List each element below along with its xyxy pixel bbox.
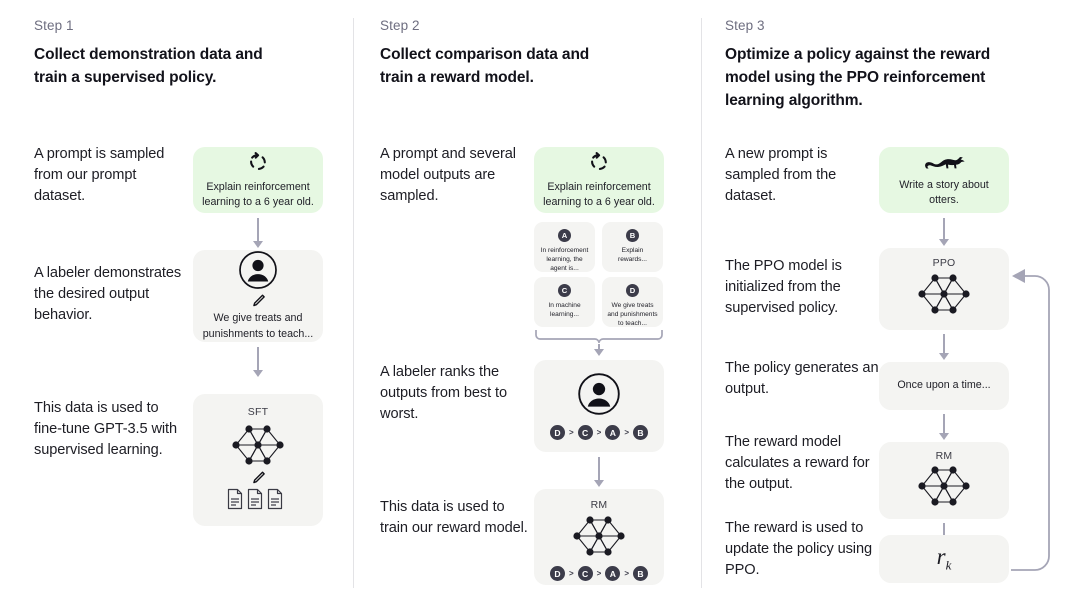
output-badge-b: B bbox=[626, 229, 639, 242]
rank-badge-4: B bbox=[633, 425, 648, 440]
step-2-caption-3: This data is used to train our reward mo… bbox=[380, 499, 528, 536]
rm-rank-sep-1: > bbox=[568, 569, 574, 578]
step-1-arrow-2 bbox=[252, 347, 264, 377]
step-2-label: Step 2 bbox=[380, 18, 420, 33]
step-2-output-card-b: B Explain rewards... bbox=[602, 222, 663, 272]
step-3-caption-4: The reward model calculates a reward for… bbox=[725, 434, 870, 492]
step-1-caption-3: This data is used to fine-tune GPT-3.5 w… bbox=[34, 400, 177, 458]
neural-network-icon bbox=[913, 463, 975, 509]
otter-icon bbox=[922, 152, 966, 172]
rank-badge-2: C bbox=[577, 425, 593, 440]
step-2-caption-2: A labeler ranks the outputs from best to… bbox=[380, 364, 507, 422]
step-3-caption-1: A new prompt is sampled from the dataset… bbox=[725, 146, 837, 204]
step-2-column: Step 2 Collect comparison data and train… bbox=[353, 0, 701, 606]
step-1-sft-card: SFT bbox=[193, 394, 323, 526]
step-3-arrow-3 bbox=[938, 414, 950, 440]
rm-rank-badge-1: D bbox=[549, 566, 565, 581]
step-2-output-card-c: C In machine learning... bbox=[534, 277, 595, 327]
step-2-ranker-card: D > C > A > B bbox=[534, 360, 664, 452]
output-text-b: Explain rewards... bbox=[618, 247, 647, 264]
documents-icon bbox=[227, 488, 289, 510]
step-2-output-card-a: A In reinforcement learning, the agent i… bbox=[534, 222, 595, 272]
step-3-ppo-card: PPO bbox=[879, 248, 1009, 330]
step-2-rm-card: RM bbox=[534, 489, 664, 585]
step-1-prompt-text: Explain reinforcement learning to a 6 ye… bbox=[202, 180, 314, 208]
output-text-a: In reinforcement learning, the agent is.… bbox=[540, 247, 589, 273]
step-3-label: Step 3 bbox=[725, 18, 765, 33]
step-2-prompt-text: Explain reinforcement learning to a 6 ye… bbox=[543, 180, 655, 208]
shuffle-icon bbox=[246, 150, 270, 174]
step-1-column: Step 1 Collect demonstration data and tr… bbox=[0, 0, 353, 606]
step-3-caption-5: The reward is used to update the policy … bbox=[725, 520, 872, 578]
neural-network-icon bbox=[568, 513, 630, 559]
step-3-rm-title: RM bbox=[935, 450, 953, 462]
step-1-title: Collect demonstration data and train a s… bbox=[34, 46, 263, 86]
rank-badge-3: A bbox=[605, 425, 621, 440]
step-2-title: Collect comparison data and train a rewa… bbox=[380, 46, 590, 86]
step-3-rm-card: RM bbox=[879, 442, 1009, 519]
step-3-output-text: Once upon a time... bbox=[897, 379, 991, 392]
step-3-ppo-title: PPO bbox=[932, 257, 956, 269]
step-2-merge-brace bbox=[534, 329, 664, 345]
pencil-icon bbox=[251, 293, 266, 308]
rank-sep-3: > bbox=[624, 428, 629, 437]
step-2-rm-title: RM bbox=[590, 499, 608, 511]
step-2-arrow-2 bbox=[593, 457, 605, 487]
output-text-c: In machine learning... bbox=[548, 302, 581, 319]
step-1-label: Step 1 bbox=[34, 18, 74, 33]
step-1-caption-1: A prompt is sampled from our prompt data… bbox=[34, 146, 165, 204]
rm-rank-badge-4: B bbox=[633, 566, 648, 581]
step-1-prompt-card: Explain reinforcement learning to a 6 ye… bbox=[193, 147, 323, 213]
step-2-prompt-card: Explain reinforcement learning to a 6 ye… bbox=[534, 147, 664, 213]
step-2-output-card-d: D We give treats and punishments to teac… bbox=[602, 277, 663, 327]
shuffle-icon bbox=[587, 150, 611, 174]
step-1-sft-title: SFT bbox=[247, 406, 269, 418]
neural-network-icon bbox=[227, 422, 289, 468]
ppo-feedback-loop-arrow bbox=[1005, 269, 1065, 571]
person-circle-icon bbox=[238, 250, 278, 290]
pencil-icon bbox=[251, 470, 266, 485]
rank-sep-2: > bbox=[596, 428, 602, 437]
step-2-rm-ranking-row: D > C > A > B bbox=[549, 566, 648, 581]
step-1-labeler-card: We give treats and punishments to teach.… bbox=[193, 250, 323, 342]
output-badge-c: C bbox=[558, 284, 571, 297]
rm-rank-sep-3: > bbox=[624, 569, 629, 578]
rm-rank-sep-2: > bbox=[596, 569, 602, 578]
output-badge-d: D bbox=[626, 284, 639, 297]
step-3-caption-2: The PPO model is initialized from the su… bbox=[725, 258, 842, 316]
step-3-caption-3: The policy generates an output. bbox=[725, 360, 879, 397]
step-3-arrow-2 bbox=[938, 334, 950, 360]
step-3-title: Optimize a policy against the reward mod… bbox=[725, 46, 991, 109]
step-3-prompt-text: Write a story about otters. bbox=[899, 178, 989, 206]
output-badge-a: A bbox=[558, 229, 571, 242]
neural-network-icon bbox=[913, 271, 975, 317]
rank-badge-1: D bbox=[549, 425, 565, 440]
step-1-labeler-text: We give treats and punishments to teach.… bbox=[202, 312, 314, 340]
step-2-arrow-1 bbox=[593, 344, 605, 356]
person-circle-icon bbox=[577, 372, 621, 416]
step-2-ranking-row: D > C > A > B bbox=[549, 425, 648, 440]
column-divider-1 bbox=[353, 18, 354, 588]
rm-rank-badge-2: C bbox=[577, 566, 593, 581]
step-3-output-card: Once upon a time... bbox=[879, 362, 1009, 410]
output-text-d: We give treats and punishments to teach.… bbox=[607, 302, 658, 328]
step-3-arrow-1 bbox=[938, 218, 950, 246]
step-2-caption-1: A prompt and several model outputs are s… bbox=[380, 146, 516, 204]
step-1-caption-2: A labeler demonstrates the desired outpu… bbox=[34, 265, 182, 323]
column-divider-2 bbox=[701, 18, 702, 588]
reward-symbol: rk bbox=[936, 544, 952, 573]
rm-rank-badge-3: A bbox=[605, 566, 621, 581]
step-3-prompt-card: Write a story about otters. bbox=[879, 147, 1009, 213]
step-3-reward-card: rk bbox=[879, 535, 1009, 583]
step-1-arrow-1 bbox=[252, 218, 264, 248]
rank-sep-1: > bbox=[568, 428, 574, 437]
step-3-column: Step 3 Optimize a policy against the rew… bbox=[701, 0, 1080, 606]
